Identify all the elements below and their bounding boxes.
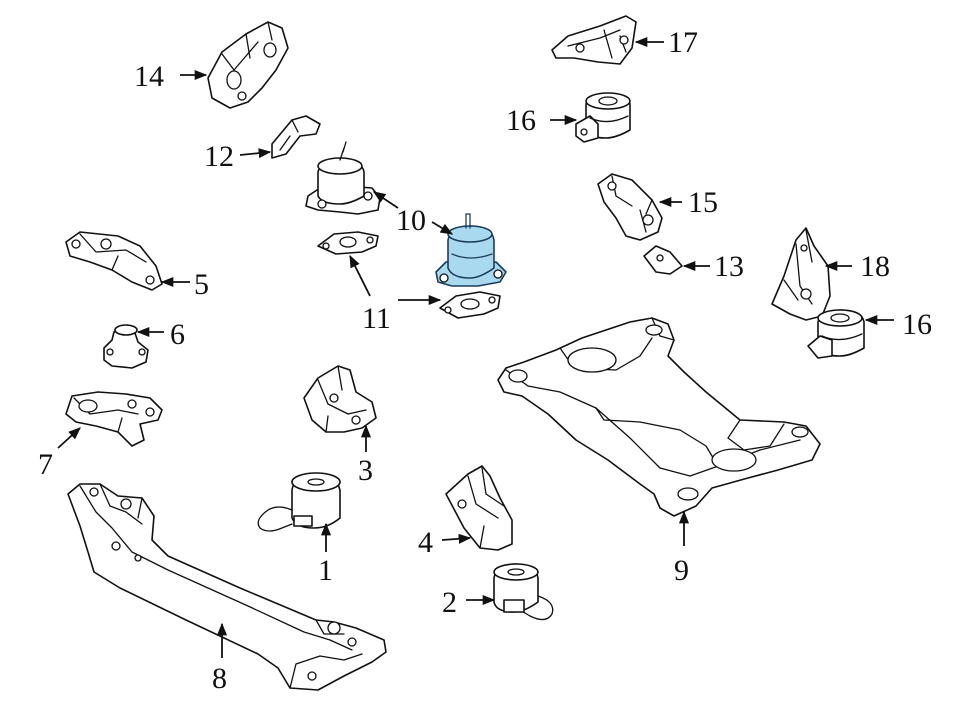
part-8-crossmember[interactable] bbox=[67, 483, 387, 691]
part-16-mount-upper[interactable] bbox=[575, 92, 631, 143]
callout-12: 12 bbox=[204, 140, 234, 173]
part-11-gasket-upper[interactable] bbox=[317, 231, 379, 255]
callout-18: 18 bbox=[860, 250, 890, 283]
callout-15: 15 bbox=[688, 186, 718, 219]
callout-13: 13 bbox=[714, 250, 744, 283]
part-10-mount-upper[interactable] bbox=[305, 141, 381, 215]
part-2-mount-sensor[interactable] bbox=[493, 563, 554, 621]
callout-7: 7 bbox=[38, 448, 53, 481]
part-14-bracket[interactable] bbox=[207, 21, 289, 109]
part-7-bracket[interactable] bbox=[65, 391, 163, 447]
arrow-11-upper bbox=[349, 254, 371, 297]
callout-8: 8 bbox=[212, 662, 227, 695]
callout-4: 4 bbox=[418, 526, 433, 559]
part-3-bracket[interactable] bbox=[303, 365, 377, 433]
part-10-mount-highlighted[interactable] bbox=[435, 213, 507, 287]
part-18-bracket[interactable] bbox=[771, 227, 831, 321]
callout-16-upper: 16 bbox=[506, 104, 536, 137]
arrow-10-lower bbox=[431, 221, 454, 235]
callout-16-lower: 16 bbox=[902, 308, 932, 341]
callout-2: 2 bbox=[442, 586, 457, 619]
arrow-7 bbox=[57, 427, 81, 449]
part-5-bracket[interactable] bbox=[65, 231, 163, 291]
callout-labels: 14 12 10 11 17 16 15 13 18 16 5 6 7 3 1 … bbox=[38, 26, 932, 695]
callout-1: 1 bbox=[318, 554, 333, 587]
arrow-10-upper bbox=[372, 191, 399, 209]
callout-9: 9 bbox=[674, 554, 689, 587]
part-6-mount[interactable] bbox=[103, 324, 149, 369]
leader-arrows bbox=[57, 36, 894, 658]
callout-3: 3 bbox=[358, 454, 373, 487]
callout-10: 10 bbox=[396, 204, 426, 237]
arrow-12 bbox=[239, 148, 272, 159]
part-12-plate[interactable] bbox=[271, 115, 321, 159]
part-17-bracket[interactable] bbox=[551, 15, 637, 65]
part-4-bracket[interactable] bbox=[445, 465, 513, 551]
callout-6: 6 bbox=[170, 318, 185, 351]
arrow-4 bbox=[441, 533, 472, 544]
part-15-bracket[interactable] bbox=[597, 173, 663, 241]
callout-14: 14 bbox=[134, 60, 164, 93]
callout-17: 17 bbox=[668, 26, 698, 59]
callout-11: 11 bbox=[362, 302, 391, 335]
part-11-gasket-lower[interactable] bbox=[439, 291, 501, 319]
part-9-subframe[interactable] bbox=[497, 317, 821, 517]
part-13-clip[interactable] bbox=[643, 245, 683, 275]
callout-5: 5 bbox=[194, 268, 209, 301]
part-16-mount-lower[interactable] bbox=[807, 309, 865, 359]
part-1-mount-sensor[interactable] bbox=[257, 472, 341, 532]
